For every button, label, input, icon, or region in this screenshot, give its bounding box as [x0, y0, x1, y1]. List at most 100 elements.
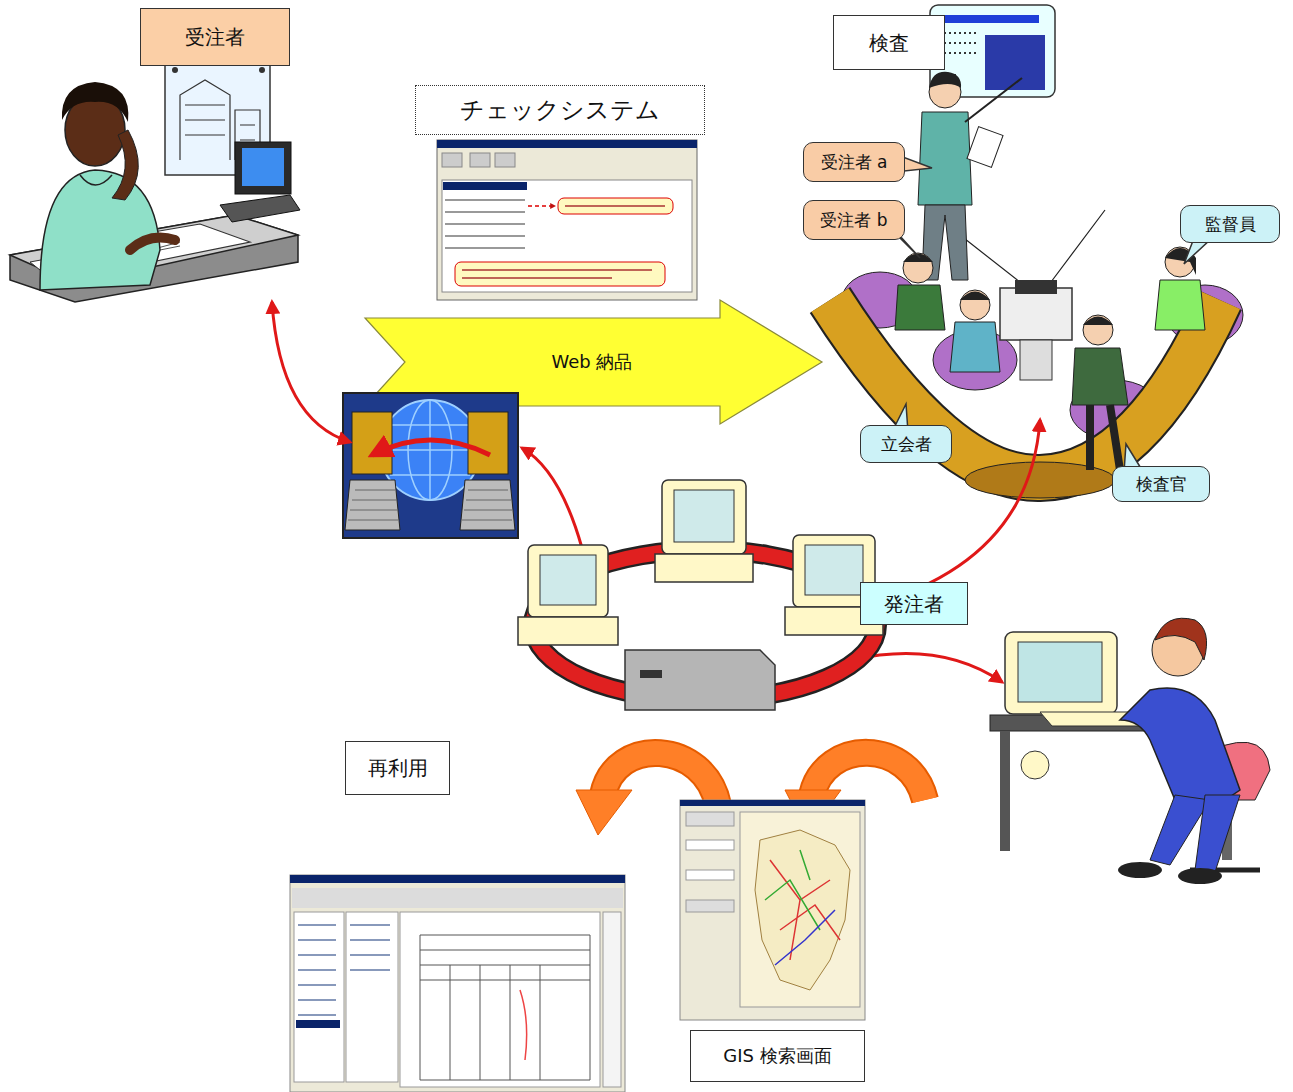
woman-at-desk-part	[112, 130, 138, 200]
callout-bubble: 受注者 b	[803, 200, 905, 240]
network-icon-part	[408, 400, 452, 500]
inspection-meeting-part	[1020, 340, 1052, 380]
check-system-screenshot-part	[462, 206, 665, 278]
link-arrows-part	[522, 448, 582, 548]
inspection-meeting-part	[960, 210, 1105, 290]
check-system-screenshot-part	[442, 153, 462, 167]
woman-at-desk-part	[40, 170, 160, 290]
man-at-computer-part	[1155, 618, 1207, 660]
arrow-label: Web 納品	[552, 350, 633, 374]
check-system-screenshot-part	[455, 262, 665, 286]
network-icon-part	[352, 412, 392, 474]
woman-at-desk-part	[62, 82, 128, 122]
inspection-meeting-part	[895, 285, 945, 330]
computer-network-part	[662, 480, 746, 554]
reuse-screenshot-part	[420, 935, 590, 1080]
role-box: 受注者	[140, 8, 290, 66]
man-at-computer-part	[1120, 688, 1240, 800]
network-icon-part	[343, 393, 518, 538]
check-system-screenshot-part	[443, 182, 527, 190]
stage-box: 検査	[833, 15, 945, 70]
reuse-screenshot-part	[290, 875, 625, 1092]
node-label: 発注者	[884, 592, 944, 616]
stage-box: 再利用	[345, 741, 450, 795]
woman-at-desk-part	[259, 67, 265, 73]
inspection-meeting-part	[903, 253, 933, 283]
network-icon	[343, 393, 518, 538]
inspection-meeting	[830, 5, 1243, 498]
inspection-meeting-part	[944, 15, 1039, 23]
computer-network	[518, 480, 883, 710]
node-label: 受注者 a	[821, 152, 888, 172]
reuse-screenshot	[290, 875, 625, 1092]
computer-network-part	[655, 554, 753, 582]
inspection-meeting-part	[918, 112, 972, 205]
woman-at-desk-part	[172, 67, 178, 73]
man-at-computer	[990, 618, 1270, 884]
reuse-screenshot-part	[346, 912, 398, 1082]
inspection-meeting-part	[1155, 280, 1205, 330]
inspection-meeting-part	[1083, 317, 1113, 326]
check-system-screenshot-part	[528, 205, 555, 207]
network-icon-part	[348, 490, 512, 520]
gis-screenshot-part	[770, 860, 840, 960]
gis-screenshot-part	[686, 900, 734, 912]
computer-network-part	[625, 650, 775, 710]
link-arrows-part	[872, 420, 1040, 605]
computer-network-part	[518, 617, 618, 645]
check-system-screenshot-part	[437, 140, 697, 300]
check-system-screenshot	[437, 140, 697, 300]
inspection-meeting-part	[944, 33, 978, 75]
gis-screenshot-part	[680, 800, 865, 806]
woman-at-desk-part	[80, 175, 112, 185]
link-arrows-part	[852, 654, 1002, 682]
man-at-computer-part	[1021, 751, 1049, 779]
inspection-meeting-part	[950, 322, 1000, 372]
link-arrows-part	[272, 302, 350, 442]
node-label: GIS 検索画面	[723, 1045, 831, 1067]
gis-screenshot-part	[740, 812, 860, 1007]
computer-network-part	[640, 670, 662, 678]
role-box: 発注者	[860, 582, 968, 625]
gis-screenshot-part	[680, 800, 865, 1020]
screen-box: GIS 検索画面	[690, 1030, 865, 1082]
inspection-meeting-part	[1090, 405, 1120, 470]
node-label: 再利用	[368, 756, 428, 780]
man-at-computer-part	[1005, 632, 1117, 714]
reuse-screenshot-part	[520, 990, 527, 1060]
inspection-meeting-part	[1083, 315, 1113, 345]
node-label: チェックシステム	[460, 96, 660, 125]
reuse-screenshot-part	[296, 1020, 340, 1028]
network-icon-part	[345, 480, 400, 530]
check-system-screenshot-part	[470, 153, 490, 167]
network-icon-part	[372, 440, 490, 455]
reuse-screenshot-part	[298, 925, 390, 1015]
link-arrows	[272, 302, 1040, 682]
gis-screenshot-part	[775, 910, 835, 965]
reuse-arrows-part	[576, 790, 632, 835]
inspection-meeting-part	[985, 35, 1045, 90]
system-box: チェックシステム	[415, 85, 705, 135]
man-at-computer-part	[1178, 868, 1222, 884]
node-label: 監督員	[1205, 214, 1256, 234]
computer-network-part	[540, 555, 596, 605]
computer-network-part	[674, 490, 734, 542]
reuse-screenshot-part	[294, 912, 344, 1082]
node-label: 検査	[869, 31, 909, 55]
man-at-computer-part	[1000, 731, 1010, 851]
reuse-screenshot-part	[290, 875, 625, 883]
network-icon-part	[468, 412, 508, 474]
node-label: 受注者 b	[820, 210, 887, 230]
callout-bubble: 立会者	[860, 425, 952, 463]
woman-at-desk-part	[242, 148, 284, 186]
inspection-meeting-part	[967, 127, 1003, 168]
node-label: 検査官	[1136, 474, 1187, 494]
man-at-computer-part	[1195, 795, 1240, 872]
callout-bubble: 受注者 a	[803, 142, 905, 182]
computer-network-part	[528, 545, 608, 617]
